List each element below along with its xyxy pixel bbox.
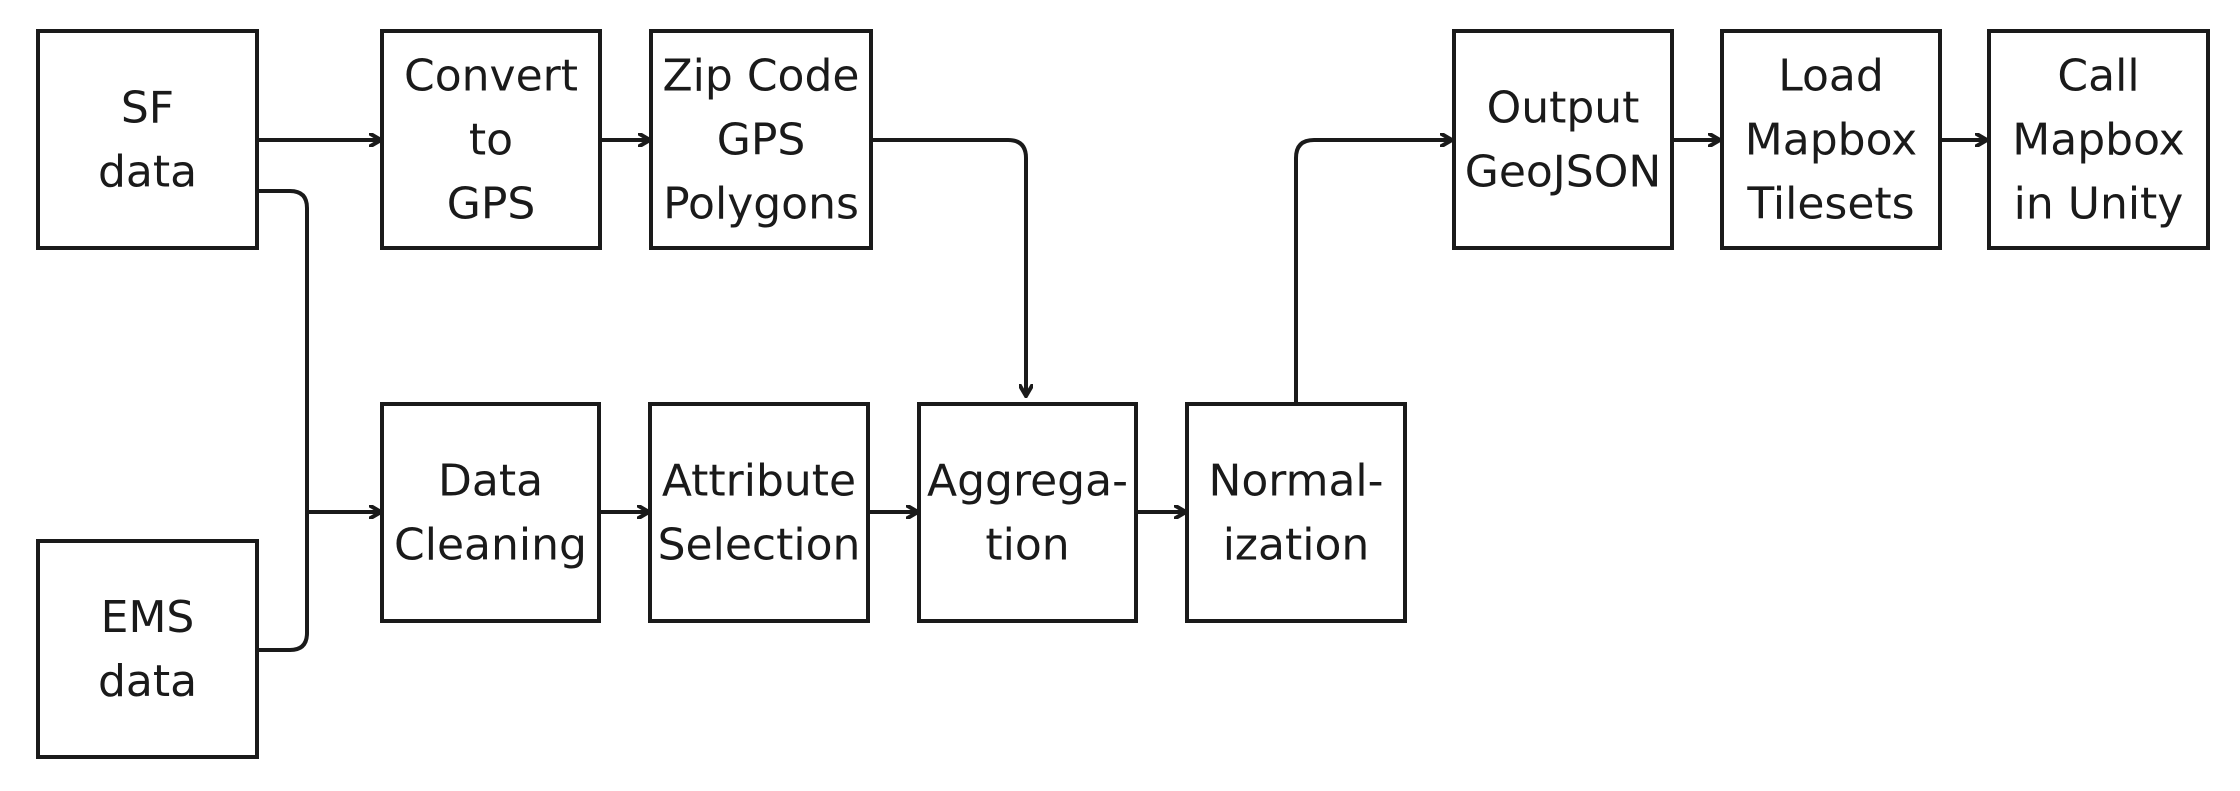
node-label-line: ization [1223, 520, 1370, 571]
node-label-line: Zip Code [663, 51, 860, 102]
node-label-line: data [98, 147, 197, 198]
node-label-line: data [98, 656, 197, 707]
node-label-line: Convert [404, 51, 578, 102]
edge-sf-to-cleaning [257, 189, 381, 512]
node-label-line: Call [2057, 51, 2139, 102]
edge-ems-to-cleaning [257, 512, 309, 652]
node-normalization-label: Normal-ization [1208, 456, 1383, 571]
node-label-line: Output [1487, 83, 1640, 134]
node-label-line: Normal- [1208, 456, 1383, 507]
node-label-line: Cleaning [394, 520, 587, 571]
node-label-line: Load [1778, 51, 1884, 102]
node-label-line: Tilesets [1746, 179, 1914, 230]
node-label-line: in Unity [2014, 179, 2184, 230]
node-label-line: Selection [658, 520, 861, 571]
edge-zip-to-aggregation [871, 138, 1026, 396]
node-label-line: SF [121, 83, 174, 134]
node-sf-data-label: SF data [98, 83, 197, 198]
node-label-line: EMS [101, 592, 195, 643]
node-label-line: Data [438, 456, 543, 507]
node-aggregation: Aggrega-tion [917, 402, 1138, 623]
node-label-line: GPS [717, 115, 806, 166]
node-label-line: tion [985, 520, 1069, 571]
node-label-line: Mapbox [2012, 115, 2184, 166]
node-label-line: GPS [447, 179, 536, 230]
node-sf-data: SF data [36, 29, 259, 250]
node-label-line: to [469, 115, 513, 166]
node-ems-data: EMS data [36, 539, 259, 759]
node-label-line: Mapbox [1745, 115, 1917, 166]
node-label-line: GeoJSON [1465, 147, 1662, 198]
edges [257, 138, 1987, 652]
node-label-line: Attribute [662, 456, 856, 507]
node-label-line: Aggrega- [927, 456, 1128, 507]
node-ems-data-label: EMS data [98, 592, 197, 707]
node-aggregation-label: Aggrega-tion [927, 456, 1128, 571]
node-normalization: Normal-ization [1185, 402, 1407, 623]
node-label-line: Polygons [663, 179, 859, 230]
edge-normalization-to-output [1294, 140, 1452, 402]
